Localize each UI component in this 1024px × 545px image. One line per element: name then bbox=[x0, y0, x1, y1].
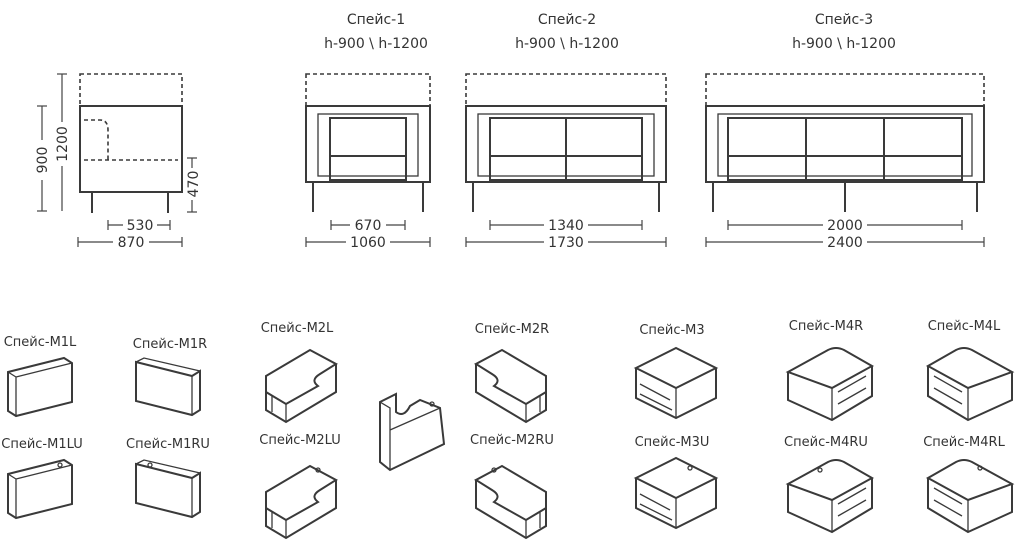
sofa-1: Спейс-1 h-900 \ h-1200 670 1060 bbox=[305, 12, 431, 251]
module-label-m1lu: Спейс-М1LU bbox=[1, 437, 82, 452]
sofa-2-outer-width: 1730 bbox=[548, 235, 584, 251]
dim-label-bg bbox=[53, 122, 71, 166]
dim-label-bg bbox=[113, 234, 149, 250]
sofa-1-back-cushion bbox=[329, 117, 407, 157]
dim-label-bg bbox=[823, 217, 867, 233]
module-label-m2lu: Спейс-М2LU bbox=[259, 433, 340, 448]
sofa-3-back-cushion bbox=[883, 117, 963, 157]
module-corner-standing-icon bbox=[379, 392, 446, 472]
dim-total-depth: 870 bbox=[118, 235, 145, 251]
sofa-1-seat-cushion bbox=[329, 155, 407, 181]
sofa-3-back-cushion bbox=[727, 117, 807, 157]
dim-label-bg bbox=[544, 217, 588, 233]
module-m2lu-icon bbox=[265, 464, 338, 540]
sofa-3: Спейс-3 h-900 \ h-1200 2000 2400 bbox=[705, 12, 985, 251]
side-view-cushion-outline bbox=[84, 119, 109, 160]
dim-height-900: 900 bbox=[35, 147, 51, 174]
module-m4l-icon bbox=[925, 347, 1015, 422]
dim-label-bg bbox=[184, 168, 202, 200]
modules: Спейс-М1L Спейс-М1R Спейс-М2L Спейс-М2R … bbox=[1, 319, 1015, 540]
sofa-3-inner-width: 2000 bbox=[827, 218, 863, 234]
module-m3-icon bbox=[633, 346, 719, 420]
side-view-raised-back-outline bbox=[79, 73, 183, 107]
sofa-1-heights: h-900 \ h-1200 bbox=[324, 36, 428, 52]
sofa-1-name: Спейс-1 bbox=[347, 12, 405, 28]
module-m3u-icon bbox=[633, 456, 719, 530]
sofa-2-back-cushion bbox=[489, 117, 567, 157]
side-view-body bbox=[79, 105, 183, 193]
dim-label-bg bbox=[544, 234, 588, 250]
dim-label-bg bbox=[350, 217, 386, 233]
sofa-2-name: Спейс-2 bbox=[538, 12, 596, 28]
dim-label-bg bbox=[33, 140, 51, 180]
module-m4rl-icon bbox=[925, 459, 1015, 534]
module-m4ru-icon bbox=[785, 459, 875, 534]
sofa-3-inner-panel bbox=[717, 113, 973, 177]
module-m1r-icon bbox=[135, 357, 201, 417]
sofa-2: Спейс-2 h-900 \ h-1200 1340 1730 bbox=[465, 12, 667, 251]
module-label-m1ru: Спейс-М1RU bbox=[126, 437, 210, 452]
module-label-m2l: Спейс-М2L bbox=[261, 321, 334, 336]
sofa-3-heights: h-900 \ h-1200 bbox=[792, 36, 896, 52]
sofa-1-raised-back-outline bbox=[305, 73, 431, 107]
module-m1ru-icon bbox=[135, 459, 201, 519]
module-m4r-icon bbox=[785, 347, 875, 422]
module-label-m3: Спейс-М3 bbox=[639, 323, 704, 338]
module-label-m1r: Спейс-М1R bbox=[133, 337, 207, 352]
sofa-1-inner-width: 670 bbox=[355, 218, 382, 234]
module-label-m1l: Спейс-М1L bbox=[4, 335, 77, 350]
module-label-m2r: Спейс-М2R bbox=[475, 322, 549, 337]
module-m2l-icon bbox=[265, 348, 338, 424]
module-label-m4ru: Спейс-М4RU bbox=[784, 435, 868, 450]
module-label-m3u: Спейс-М3U bbox=[635, 435, 710, 450]
dim-label-bg bbox=[346, 234, 390, 250]
dim-height-1200: 1200 bbox=[55, 126, 71, 162]
module-m2r-icon bbox=[474, 348, 547, 424]
sofa-3-back-cushion bbox=[805, 117, 885, 157]
sofa-3-name: Спейс-3 bbox=[815, 12, 873, 28]
sofa-1-inner-panel bbox=[317, 113, 419, 177]
module-label-m2ru: Спейс-М2RU bbox=[470, 433, 554, 448]
module-label-m4r: Спейс-М4R bbox=[789, 319, 863, 334]
module-m1l-icon bbox=[7, 356, 73, 418]
sofa-3-outer-width: 2400 bbox=[827, 235, 863, 251]
dim-label-bg bbox=[123, 217, 157, 233]
module-m1lu-icon bbox=[7, 458, 73, 520]
sofa-2-heights: h-900 \ h-1200 bbox=[515, 36, 619, 52]
sofa-1-outer-width: 1060 bbox=[350, 235, 386, 251]
module-m2ru-icon bbox=[474, 464, 547, 540]
module-label-m4l: Спейс-М4L bbox=[928, 319, 1001, 334]
sofa-3-raised-back-outline bbox=[705, 73, 985, 107]
dim-label-bg bbox=[823, 234, 867, 250]
sofa-2-back-cushion bbox=[565, 117, 643, 157]
side-view: 900 1200 470 530 870 bbox=[33, 73, 202, 251]
sofa-2-raised-back-outline bbox=[465, 73, 667, 107]
module-label-m4rl: Спейс-М4RL bbox=[923, 435, 1005, 450]
sofa-2-seat-cushion bbox=[565, 155, 643, 181]
sofa-3-seat-cushion bbox=[883, 155, 963, 181]
dim-seat-depth: 530 bbox=[127, 218, 154, 234]
sofa-2-inner-width: 1340 bbox=[548, 218, 584, 234]
dim-seat-height: 470 bbox=[186, 171, 202, 198]
